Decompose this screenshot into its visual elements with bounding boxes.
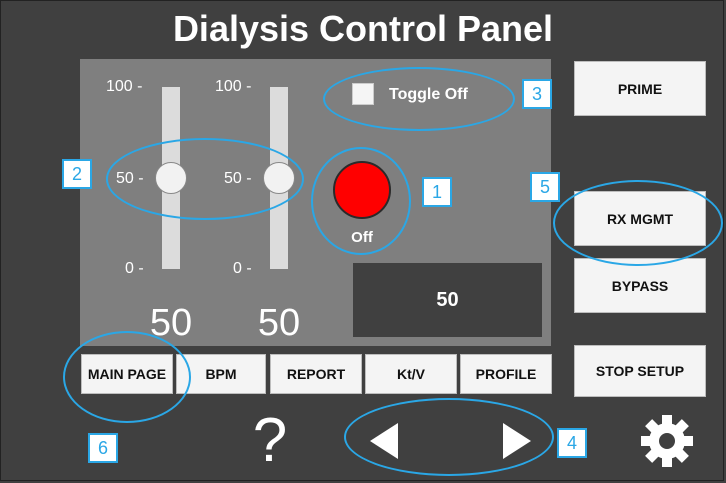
right-arrow-icon[interactable] [503,423,531,459]
bypass-button[interactable]: BYPASS [574,258,706,313]
callout-badge-5: 5 [530,172,560,202]
callout-badge-1: 1 [422,177,452,207]
slider-2-thumb[interactable] [263,162,295,194]
tab-ktv[interactable]: Kt/V [365,354,457,394]
slider-1-tick-100: 100 - [106,78,143,95]
help-button[interactable]: ? [252,406,288,475]
tab-profile[interactable]: PROFILE [460,354,552,394]
value-display: 50 [353,263,542,337]
slider-1-thumb[interactable] [155,162,187,194]
left-arrow-icon[interactable] [370,423,398,459]
slider-2-tick-50: 50 - [224,170,252,187]
page-title: Dialysis Control Panel [172,8,554,49]
toggle-checkbox[interactable] [352,83,374,105]
callout-badge-2: 2 [62,159,92,189]
slider-2-tick-0: 0 - [233,260,252,277]
slider-2-value: 50 [257,302,301,344]
status-indicator-label: Off [351,229,373,246]
status-indicator-led [333,161,391,219]
tab-main-page[interactable]: MAIN PAGE [81,354,173,394]
slider-2-tick-100: 100 - [215,78,252,95]
stop-setup-button[interactable]: STOP SETUP [574,345,706,397]
tab-report[interactable]: REPORT [270,354,362,394]
callout-badge-4: 4 [557,428,587,458]
toggle-label: Toggle Off [389,86,468,103]
callout-badge-3: 3 [522,79,552,109]
rx-mgmt-button[interactable]: RX MGMT [574,191,706,246]
gear-icon[interactable] [640,414,694,468]
prime-button[interactable]: PRIME [574,61,706,116]
callout-badge-6: 6 [88,433,118,463]
slider-1-value: 50 [149,302,193,344]
tab-bpm[interactable]: BPM [176,354,266,394]
slider-1-tick-0: 0 - [125,260,144,277]
slider-1-tick-50: 50 - [116,170,144,187]
